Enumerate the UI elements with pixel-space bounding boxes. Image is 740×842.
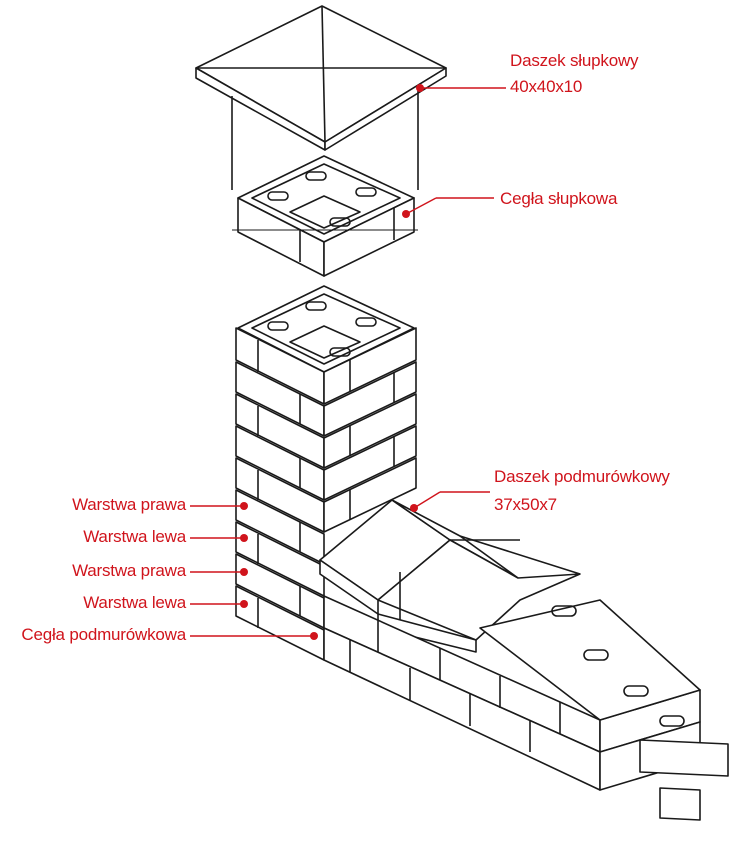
- label-base-brick: Cegła podmurówkowa: [21, 625, 186, 644]
- label-layer-right-1: Warstwa prawa: [72, 495, 186, 514]
- label-layer-right-2: Warstwa prawa: [72, 561, 186, 580]
- wall-cap: [319, 499, 581, 653]
- pillar-brick-stack: [235, 285, 417, 661]
- label-pillar-cap-size: 40x40x10: [510, 77, 583, 96]
- pillar-cap: [195, 5, 447, 190]
- label-layer-left-2: Warstwa lewa: [83, 593, 186, 612]
- label-layer-left-1: Warstwa lewa: [83, 527, 186, 546]
- label-pillar-brick: Cegła słupkowa: [500, 189, 618, 208]
- leader-lines: [190, 87, 506, 637]
- base-wall: [323, 595, 729, 821]
- label-pillar-cap: Daszek słupkowy: [510, 51, 639, 70]
- pillar-brick-top: [232, 155, 418, 277]
- leader-dots: [240, 84, 424, 640]
- label-wall-cap: Daszek podmurówkowy: [494, 467, 670, 486]
- label-wall-cap-size: 37x50x7: [494, 495, 557, 514]
